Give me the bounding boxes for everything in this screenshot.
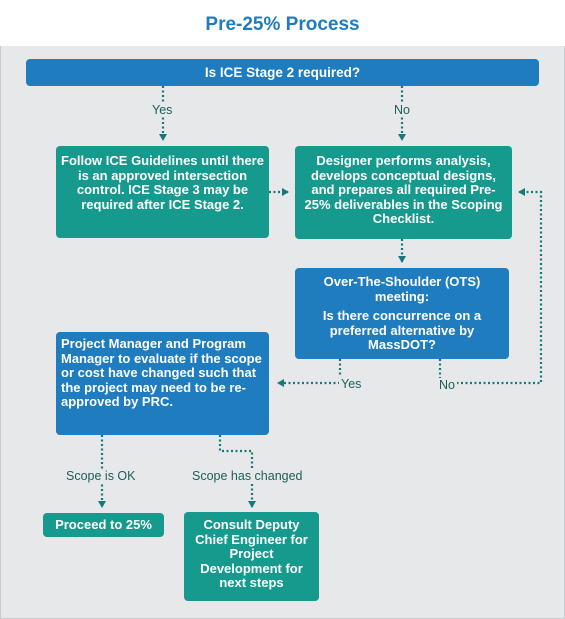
node-proceed-to-25-text: Proceed to 25% [55, 517, 152, 532]
node-follow-ice-guidelines: Follow ICE Guidelines until there is an … [56, 146, 269, 238]
node-designer-analysis-text: Designer performs analysis, develops con… [304, 153, 503, 226]
label-yes-top: Yes [150, 103, 175, 117]
label-scope-changed: Scope has changed [190, 469, 305, 483]
node-consult-deputy-text: Consult Deputy Chief Engineer for Projec… [195, 517, 308, 590]
node-follow-ice-guidelines-text: Follow ICE Guidelines until there is an … [61, 153, 264, 212]
label-yes-ots: Yes [339, 377, 364, 391]
label-no-top: No [392, 103, 412, 117]
page-title: Pre-25% Process [205, 14, 360, 35]
edge-scope-changed [218, 435, 256, 508]
node-ots-meeting-title: Over-The-Shoulder (OTS) meeting: [323, 274, 481, 304]
node-ice-stage-2-question-text: Is ICE Stage 2 required? [204, 65, 361, 80]
node-ots-meeting: Over-The-Shoulder (OTS) meeting: Is ther… [295, 268, 509, 359]
node-pm-evaluate-text: Project Manager and Program Manager to e… [61, 336, 262, 409]
title-band: Pre-25% Process [0, 0, 565, 46]
node-designer-analysis: Designer performs analysis, develops con… [295, 146, 512, 239]
label-no-ots: No [437, 378, 457, 392]
node-ots-meeting-question: Is there concurrence on a preferred alte… [322, 308, 482, 352]
node-consult-deputy: Consult Deputy Chief Engineer for Projec… [184, 512, 319, 601]
node-pm-evaluate: Project Manager and Program Manager to e… [56, 332, 269, 435]
node-ice-stage-2-question: Is ICE Stage 2 required? [26, 59, 539, 86]
node-proceed-to-25: Proceed to 25% [43, 513, 164, 537]
label-scope-ok: Scope is OK [64, 469, 138, 483]
